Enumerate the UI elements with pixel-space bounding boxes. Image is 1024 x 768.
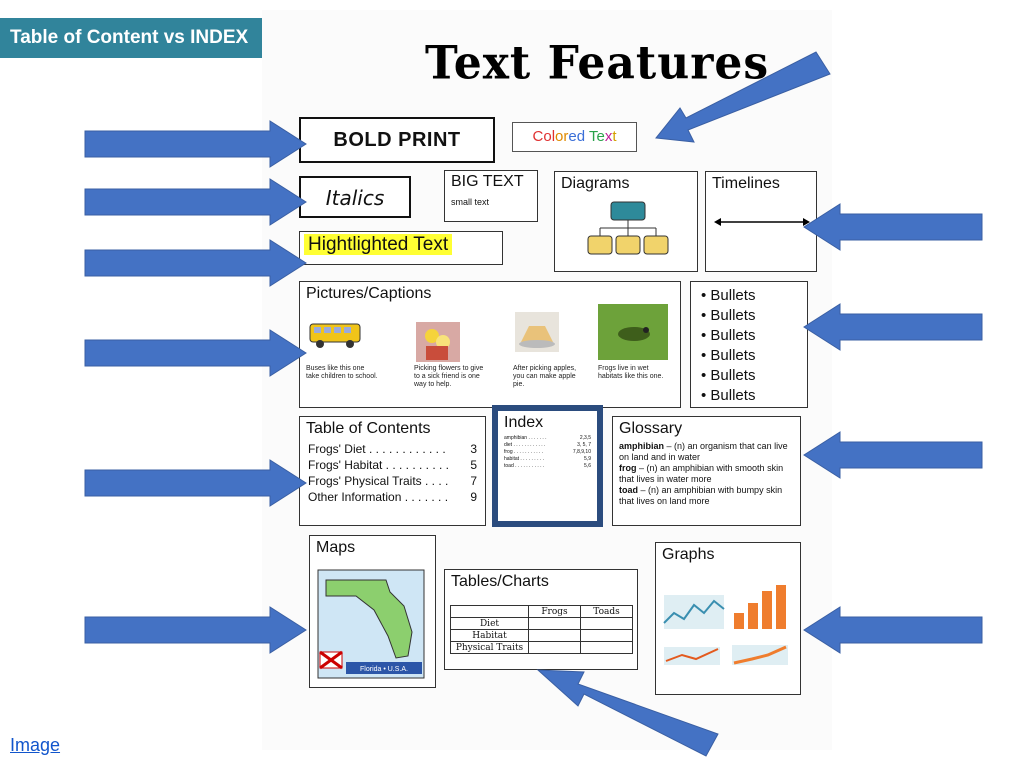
glossary-title: Glossary: [619, 420, 683, 437]
maps-box: Maps Florida • U.S.A.: [309, 535, 436, 688]
timelines-title: Timelines: [712, 175, 780, 192]
bold-print-box: BOLD PRINT: [299, 117, 495, 163]
florida-map-image: Florida • U.S.A.: [317, 569, 425, 679]
colored-letter: x: [604, 128, 613, 145]
pictures-title: Pictures/Captions: [306, 285, 432, 302]
slide-title: Table of Content vs INDEX: [10, 27, 249, 48]
highlighted-text: Hightlighted Text: [304, 234, 453, 255]
index-row: habitat . . . . . . . . .5,9: [504, 456, 591, 462]
bullet-item: • Bullets: [701, 307, 756, 324]
colored-letter: t: [612, 128, 617, 145]
index-row: toad . . . . . . . . . . .5,6: [504, 463, 591, 469]
toc-row: Frogs' Habitat . . . . . . . . . .5: [308, 458, 477, 472]
glossary-entry: amphibian – (n) an organism that can liv…: [619, 441, 788, 462]
image-link[interactable]: Image: [10, 735, 61, 755]
glossary-box: Glossary amphibian – (n) an organism tha…: [612, 416, 801, 526]
colored-letter: ed: [568, 128, 586, 145]
bullets-box: • Bullets • Bullets • Bullets • Bullets …: [690, 281, 808, 408]
big-text: BIG TEXT: [451, 173, 524, 190]
colored-letter: or: [555, 128, 569, 145]
bullet-item: • Bullets: [701, 367, 756, 384]
map-caption: Florida • U.S.A.: [360, 666, 408, 673]
toc-row: Other Information . . . . . . .9: [308, 490, 477, 504]
highlighted-text-box: Hightlighted Text: [299, 231, 503, 265]
caption-frog: Frogs live in wet habitats like this one…: [598, 365, 664, 380]
toc-row: Frogs' Physical Traits . . . .7: [308, 474, 477, 488]
bullet-item: • Bullets: [701, 387, 756, 404]
small-text: small text: [451, 197, 490, 207]
poster-title: Text Features: [425, 36, 770, 91]
index-row: amphibian . . . . . . .2,3,5: [504, 435, 591, 441]
colored-letter: Col: [532, 128, 556, 145]
caption-apple-pie: After picking apples, you can make apple…: [513, 365, 577, 388]
maps-title: Maps: [316, 539, 356, 556]
colored-text-box: Colored Text: [512, 122, 637, 152]
big-text-box: BIG TEXT small text: [444, 170, 538, 222]
table-of-contents-box: Table of Contents Frogs' Diet . . . . . …: [299, 416, 486, 526]
italics-box: Italics: [299, 176, 411, 218]
timelines-box: Timelines: [705, 171, 817, 272]
graphs-box: Graphs: [655, 542, 801, 695]
frog-image: [598, 304, 668, 360]
diagrams-title: Diagrams: [561, 175, 630, 192]
glossary-entry: toad – (n) an amphibian with bumpy skin …: [619, 485, 783, 506]
caption-flowers: Picking flowers to give to a sick friend…: [414, 365, 484, 388]
graphs-title: Graphs: [662, 546, 715, 563]
toc-title: Table of Contents: [306, 420, 431, 437]
index-box: Index amphibian . . . . . . .2,3,5 diet …: [492, 405, 603, 527]
bullet-item: • Bullets: [701, 347, 756, 364]
index-title: Index: [504, 414, 544, 431]
diagrams-box: Diagrams: [554, 171, 698, 272]
glossary-entry: frog – (n) an amphibian with smooth skin…: [619, 463, 784, 484]
colored-letter: Te: [588, 128, 605, 145]
index-row: frog . . . . . . . . . . .7,8,9,10: [504, 449, 591, 455]
timeline-icon: [714, 218, 810, 226]
flowers-image: [416, 322, 460, 362]
bullet-item: • Bullets: [701, 287, 756, 304]
diagram-icon: [587, 201, 669, 255]
toc-row: Frogs' Diet . . . . . . . . . . . .3: [308, 442, 477, 456]
school-bus-image: [309, 323, 361, 348]
bullet-item: • Bullets: [701, 327, 756, 344]
index-row: diet . . . . . . . . . . . .3, 5, 7: [504, 442, 591, 448]
tables-title: Tables/Charts: [451, 573, 549, 590]
apple-pie-image: [515, 312, 559, 352]
pictures-captions-box: Pictures/Captions Buses like this one ta…: [299, 281, 681, 408]
caption-bus: Buses like this one take children to sch…: [306, 365, 378, 380]
graphs-image: [663, 585, 788, 665]
